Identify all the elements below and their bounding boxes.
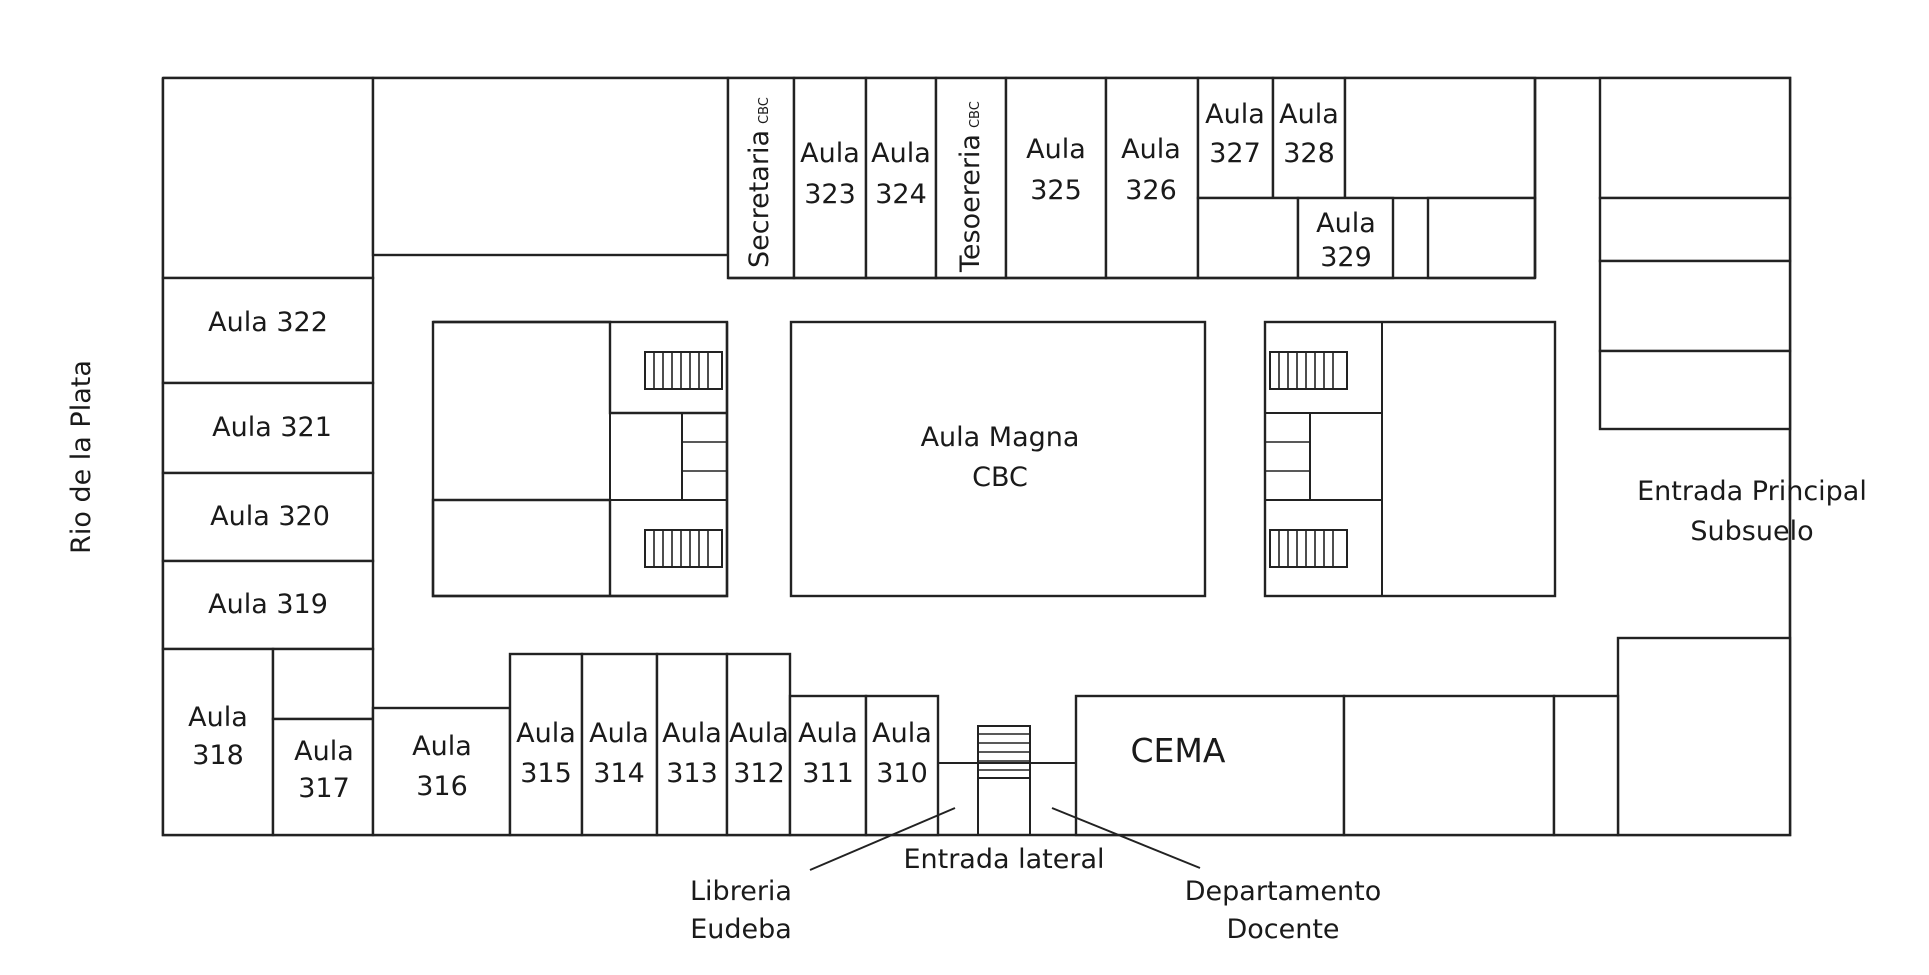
room-aula-310 bbox=[864, 694, 940, 837]
room-left-top bbox=[161, 76, 375, 280]
room-right-4 bbox=[1598, 349, 1792, 431]
room-bottom-right-a bbox=[1342, 694, 1556, 837]
stair-flight bbox=[644, 351, 723, 390]
callout-lines bbox=[809, 807, 1201, 871]
room-tesoreria bbox=[934, 76, 1008, 280]
label-aula-320: Aula 320 bbox=[210, 501, 330, 532]
right-stair-block bbox=[1263, 320, 1557, 598]
stair-flight bbox=[1269, 351, 1348, 390]
room-aula-326 bbox=[1104, 76, 1200, 280]
room-aula-316 bbox=[371, 706, 512, 837]
room-aula-325 bbox=[1004, 76, 1108, 280]
room-right-2 bbox=[1598, 196, 1792, 263]
room-right-3 bbox=[1598, 259, 1792, 353]
room-aula-324 bbox=[864, 76, 938, 280]
room-bottom-right-b bbox=[1552, 694, 1620, 837]
room-aula-322 bbox=[161, 276, 375, 385]
label-entrada-lateral: Entrada lateral bbox=[903, 844, 1104, 875]
room-top-right-b bbox=[1426, 196, 1537, 280]
right-wing bbox=[1598, 76, 1792, 837]
room-right-bottom bbox=[1616, 636, 1792, 837]
leader-departamento bbox=[1051, 807, 1201, 869]
top-wing bbox=[371, 76, 1537, 280]
label-tesoreria: TesoereriaCBC bbox=[955, 101, 986, 273]
room-aula-312 bbox=[725, 652, 792, 837]
bottom-wing bbox=[371, 652, 1620, 837]
leader-libreria bbox=[809, 807, 956, 871]
room-aula-319 bbox=[161, 559, 375, 651]
river-label: Rio de la Plata bbox=[66, 360, 97, 554]
label-aula-322: Aula 322 bbox=[208, 307, 328, 338]
room-aula-315 bbox=[508, 652, 584, 837]
label-secretaria: SecretariaCBC bbox=[744, 97, 775, 268]
room-below-327 bbox=[1196, 196, 1300, 280]
room-right-1 bbox=[1598, 76, 1792, 200]
label-aula-319: Aula 319 bbox=[208, 589, 328, 620]
room-top-right-a bbox=[1343, 76, 1537, 200]
room-above-317 bbox=[271, 647, 375, 721]
room-cema bbox=[1074, 694, 1346, 837]
room-aula-320 bbox=[161, 471, 375, 563]
label-cema: CEMA bbox=[1131, 731, 1226, 770]
room-secretaria bbox=[726, 76, 796, 280]
left-wing bbox=[161, 76, 375, 837]
room-aula-314 bbox=[580, 652, 659, 837]
stair-flight bbox=[1269, 529, 1348, 568]
room-aula-magna bbox=[789, 320, 1207, 598]
room-top-large bbox=[371, 76, 730, 257]
left-stair-block bbox=[431, 320, 729, 598]
lateral-entrance-stairs bbox=[977, 725, 1031, 779]
central-core bbox=[431, 320, 1557, 598]
room-aula-318 bbox=[161, 647, 275, 837]
label-aula-321: Aula 321 bbox=[212, 412, 332, 443]
room-aula-313 bbox=[655, 652, 729, 837]
room-aula-323 bbox=[792, 76, 868, 280]
stair-flight bbox=[644, 529, 723, 568]
